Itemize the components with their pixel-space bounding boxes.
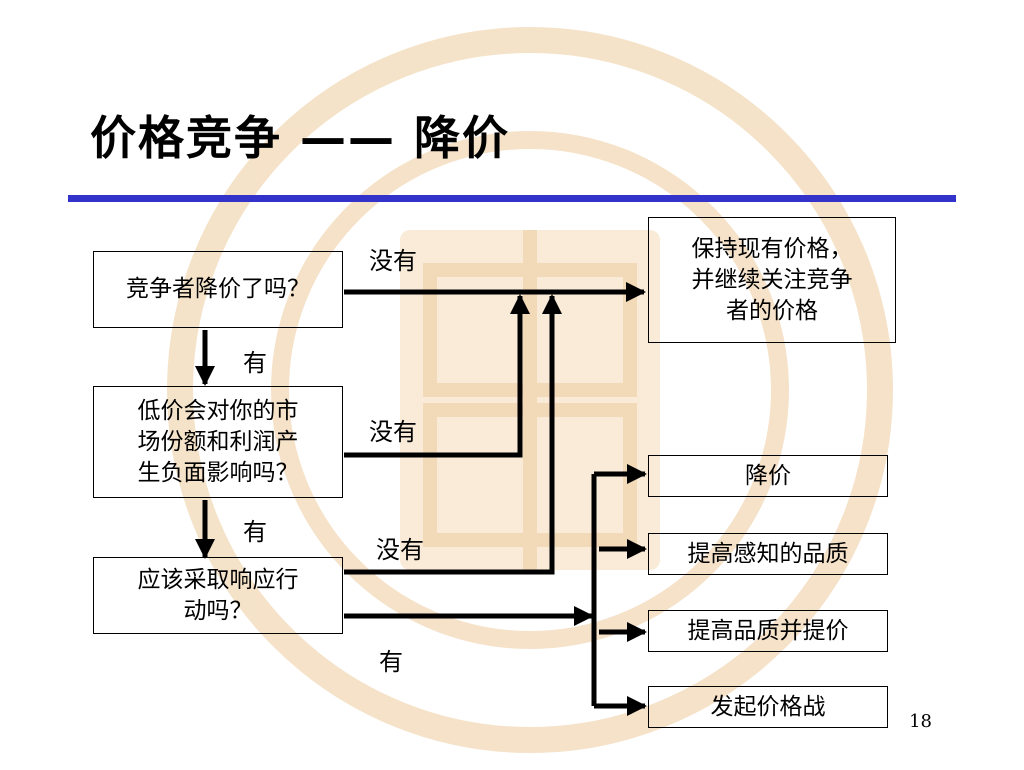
action-box-cut-price: 降价 bbox=[648, 455, 888, 497]
question-box-competitor-price-cut: 竞争者降价了吗？ bbox=[93, 251, 343, 328]
edge-label-no-3: 没有 bbox=[376, 536, 424, 564]
outcome-box-keep-price: 保持现有价格， 并继续关注竞争 者的价格 bbox=[648, 217, 896, 343]
title-divider bbox=[68, 195, 956, 202]
action-box-raise-perceived-quality: 提高感知的品质 bbox=[648, 533, 888, 575]
slide-title: 价格竞争 —— 降价 bbox=[90, 111, 511, 165]
edge-label-yes-3: 有 bbox=[379, 648, 403, 676]
edge-label-no-1: 没有 bbox=[369, 247, 417, 275]
connector-q2-no bbox=[344, 294, 530, 458]
edge-label-no-2: 没有 bbox=[369, 418, 417, 446]
page-number: 18 bbox=[909, 711, 932, 732]
action-box-start-price-war: 发起价格战 bbox=[648, 686, 888, 728]
connector-q3-no bbox=[344, 294, 562, 575]
question-box-negative-impact: 低价会对你的市 场份额和利润产 生负面影响吗？ bbox=[93, 386, 343, 498]
action-box-raise-quality-and-price: 提高品质并提价 bbox=[648, 610, 888, 652]
question-box-respond: 应该采取响应行 动吗？ bbox=[93, 557, 343, 634]
edge-label-yes-2: 有 bbox=[243, 518, 267, 546]
edge-label-yes-1: 有 bbox=[243, 349, 267, 377]
